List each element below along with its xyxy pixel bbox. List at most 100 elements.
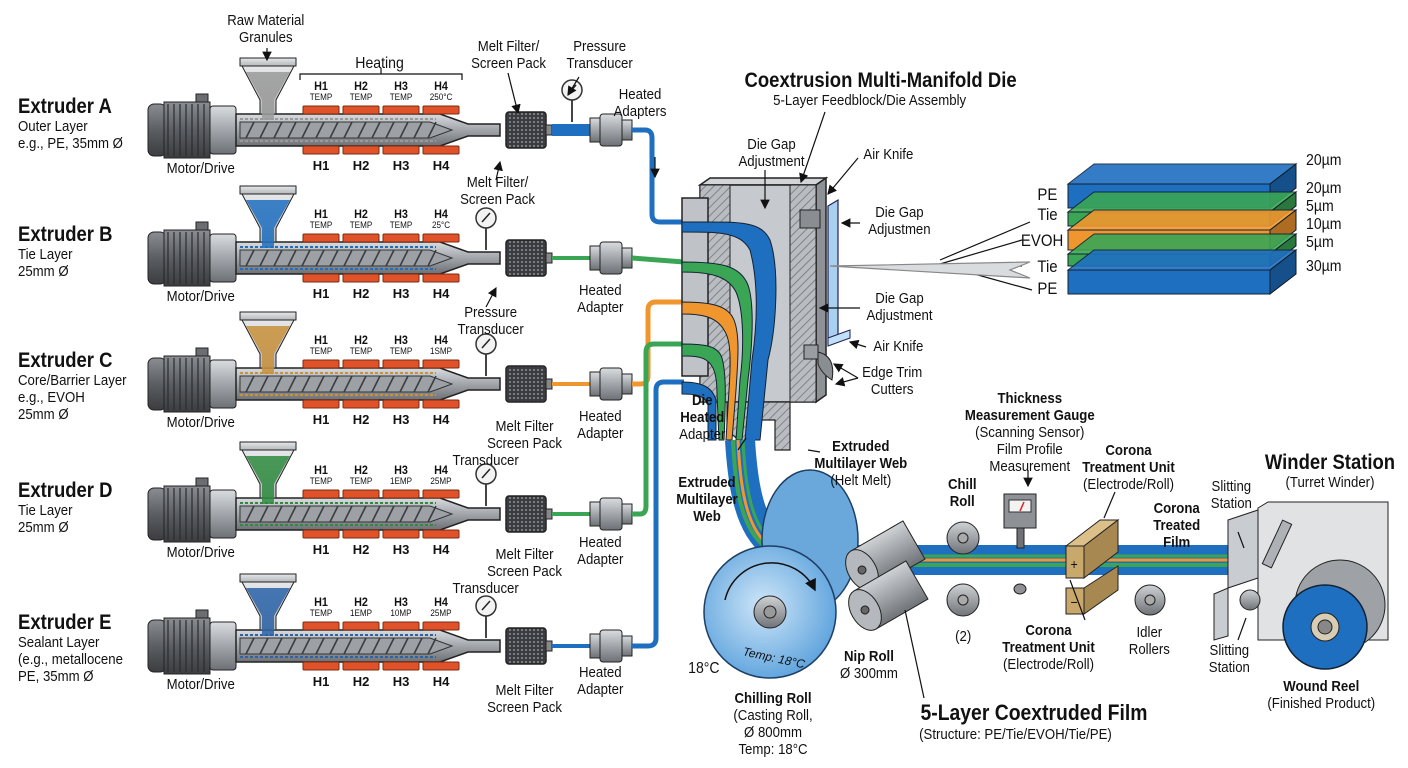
heater-band-bottom [382,145,420,155]
heater-zone-temp: 25MP [430,476,452,486]
screw-flight [287,505,297,523]
heater-band-bottom [302,273,340,283]
heater-band-top [342,233,380,243]
screw-flight [245,249,255,267]
heated-adapter-b-line2: Adapter [577,299,624,316]
heater-band-top [382,489,420,499]
motor-body [163,485,211,543]
winder-line1: Winder Station [1264,451,1396,474]
heater-band-top [382,233,420,243]
corona-minus: − [1070,594,1078,610]
thickness-gauge [1003,493,1037,595]
heater-zone-temp: TEMP [349,92,373,102]
heater-band-top [302,105,340,115]
extruder-desc-line: 25mm Ø [18,519,69,536]
screw-flight [371,375,381,393]
hopper-rim [239,57,297,67]
heater-zone-bottom-label: H4 [432,286,450,301]
layer-name-label: EVOH [1020,231,1064,250]
melt-filter-c-line1: Melt Filter [495,418,554,435]
heater-zone-temp: TEMP [349,220,373,230]
raw-material-line1: Raw Material [227,12,305,29]
chilling-roll-label: Chilling Roll (Casting Roll, Ø 800mm Tem… [733,690,812,758]
film-structure: (Structure: PE/Tie/EVOH/Tie/PE) [919,726,1112,743]
screw-flight [427,637,437,655]
winder-label: Winder Station (Turret Winder) [1264,451,1396,492]
heater-band-bottom [302,529,340,539]
screw-flight [385,505,395,523]
layer-stack [1066,162,1298,296]
screw-flight [287,121,297,139]
heater-zone-id: H1 [314,207,328,221]
layer-name-label: PE [1037,185,1058,204]
layer-thickness-label: 30µm [1306,258,1342,275]
die-heated-adapter-line2: Heated [680,409,725,426]
die-gap-top-line2: Adjustment [738,153,805,170]
chilling-roll-line3: Ø 800mm [744,724,802,741]
heated-adapters-line1: Heated [618,86,662,103]
screw-flight [259,121,269,139]
heated-adapter-d-line1: Heated [578,534,622,551]
pressure-top-line2: Transducer [566,55,633,72]
corona-top-label: Corona Treatment Unit (Electrode/Roll) [1082,442,1174,493]
motor-body [163,101,211,159]
layer-name-label: Tie [1037,257,1058,276]
heater-band-top [342,359,380,369]
melt-filter-top-line1: Melt Filter/ [477,38,540,55]
heated-adapter-e-line1: Heated [578,664,622,681]
heater-zone-id: H1 [314,595,328,609]
heater-zone-id: H3 [394,333,408,347]
heating-label: Heating [355,55,404,72]
screw-flight [245,375,255,393]
chill-roll-side-temp: 18°C [688,660,720,677]
screw-flight [427,121,437,139]
chill-roll-small-line2: Roll [949,493,975,510]
screw [239,637,454,655]
heater-zone-temp: 250°C [429,92,453,102]
corona-bottom-line1: Corona [1025,622,1072,639]
screw-flight [301,505,311,523]
heater-zone-bottom-label: H3 [392,286,410,301]
layer-thickness-label: 10µm [1306,216,1342,233]
heater-zone-id: H1 [314,463,328,477]
die-gap-right-line2: Adjustmen [868,221,931,238]
nip-roll-line1: Nip Roll [843,648,894,665]
heater-zone-bottom-label: H4 [432,542,450,557]
web-right-label: Extruded Multilayer Web (Helt Melt) [814,438,907,489]
chill-roll-small-line1: Chill [947,476,977,493]
corona-plus: + [1070,556,1078,572]
coextrusion-die [681,176,851,452]
heated-adapter-b-line1: Heated [578,282,622,299]
hopper-granules [246,588,290,636]
slitting-bottom-line1: Slitting [1209,642,1250,659]
screw-flight [399,637,409,655]
edge-trim-line2: Cutters [870,381,914,398]
heater-band-top [342,489,380,499]
extruder-name: Extruder D [18,479,113,502]
die-gap-right-label: Die Gap Adjustmen [868,204,930,238]
extruder-desc-line: Sealant Layer [18,634,100,651]
screw-flight [287,375,297,393]
screw-flight [315,249,325,267]
screw-flight [413,249,423,267]
extruder-name: Extruder B [18,223,113,246]
extruder-e [147,573,633,675]
motor-drive-label: Motor/Drive [166,288,235,305]
motor-junction-box [195,221,209,231]
adapter-a [589,371,601,397]
heater-zone-bottom-label: H2 [352,158,370,173]
chill-roll-count: (2) [955,628,972,645]
heater-zone-id: H4 [434,463,448,477]
layer-thickness-label: 20µm [1306,152,1342,169]
motor-junction-box [195,477,209,487]
layer-name-label: Tie [1037,205,1058,224]
air-knife-mid-label: Air Knife [873,338,924,355]
heater-zone-bottom-label: H2 [352,542,370,557]
